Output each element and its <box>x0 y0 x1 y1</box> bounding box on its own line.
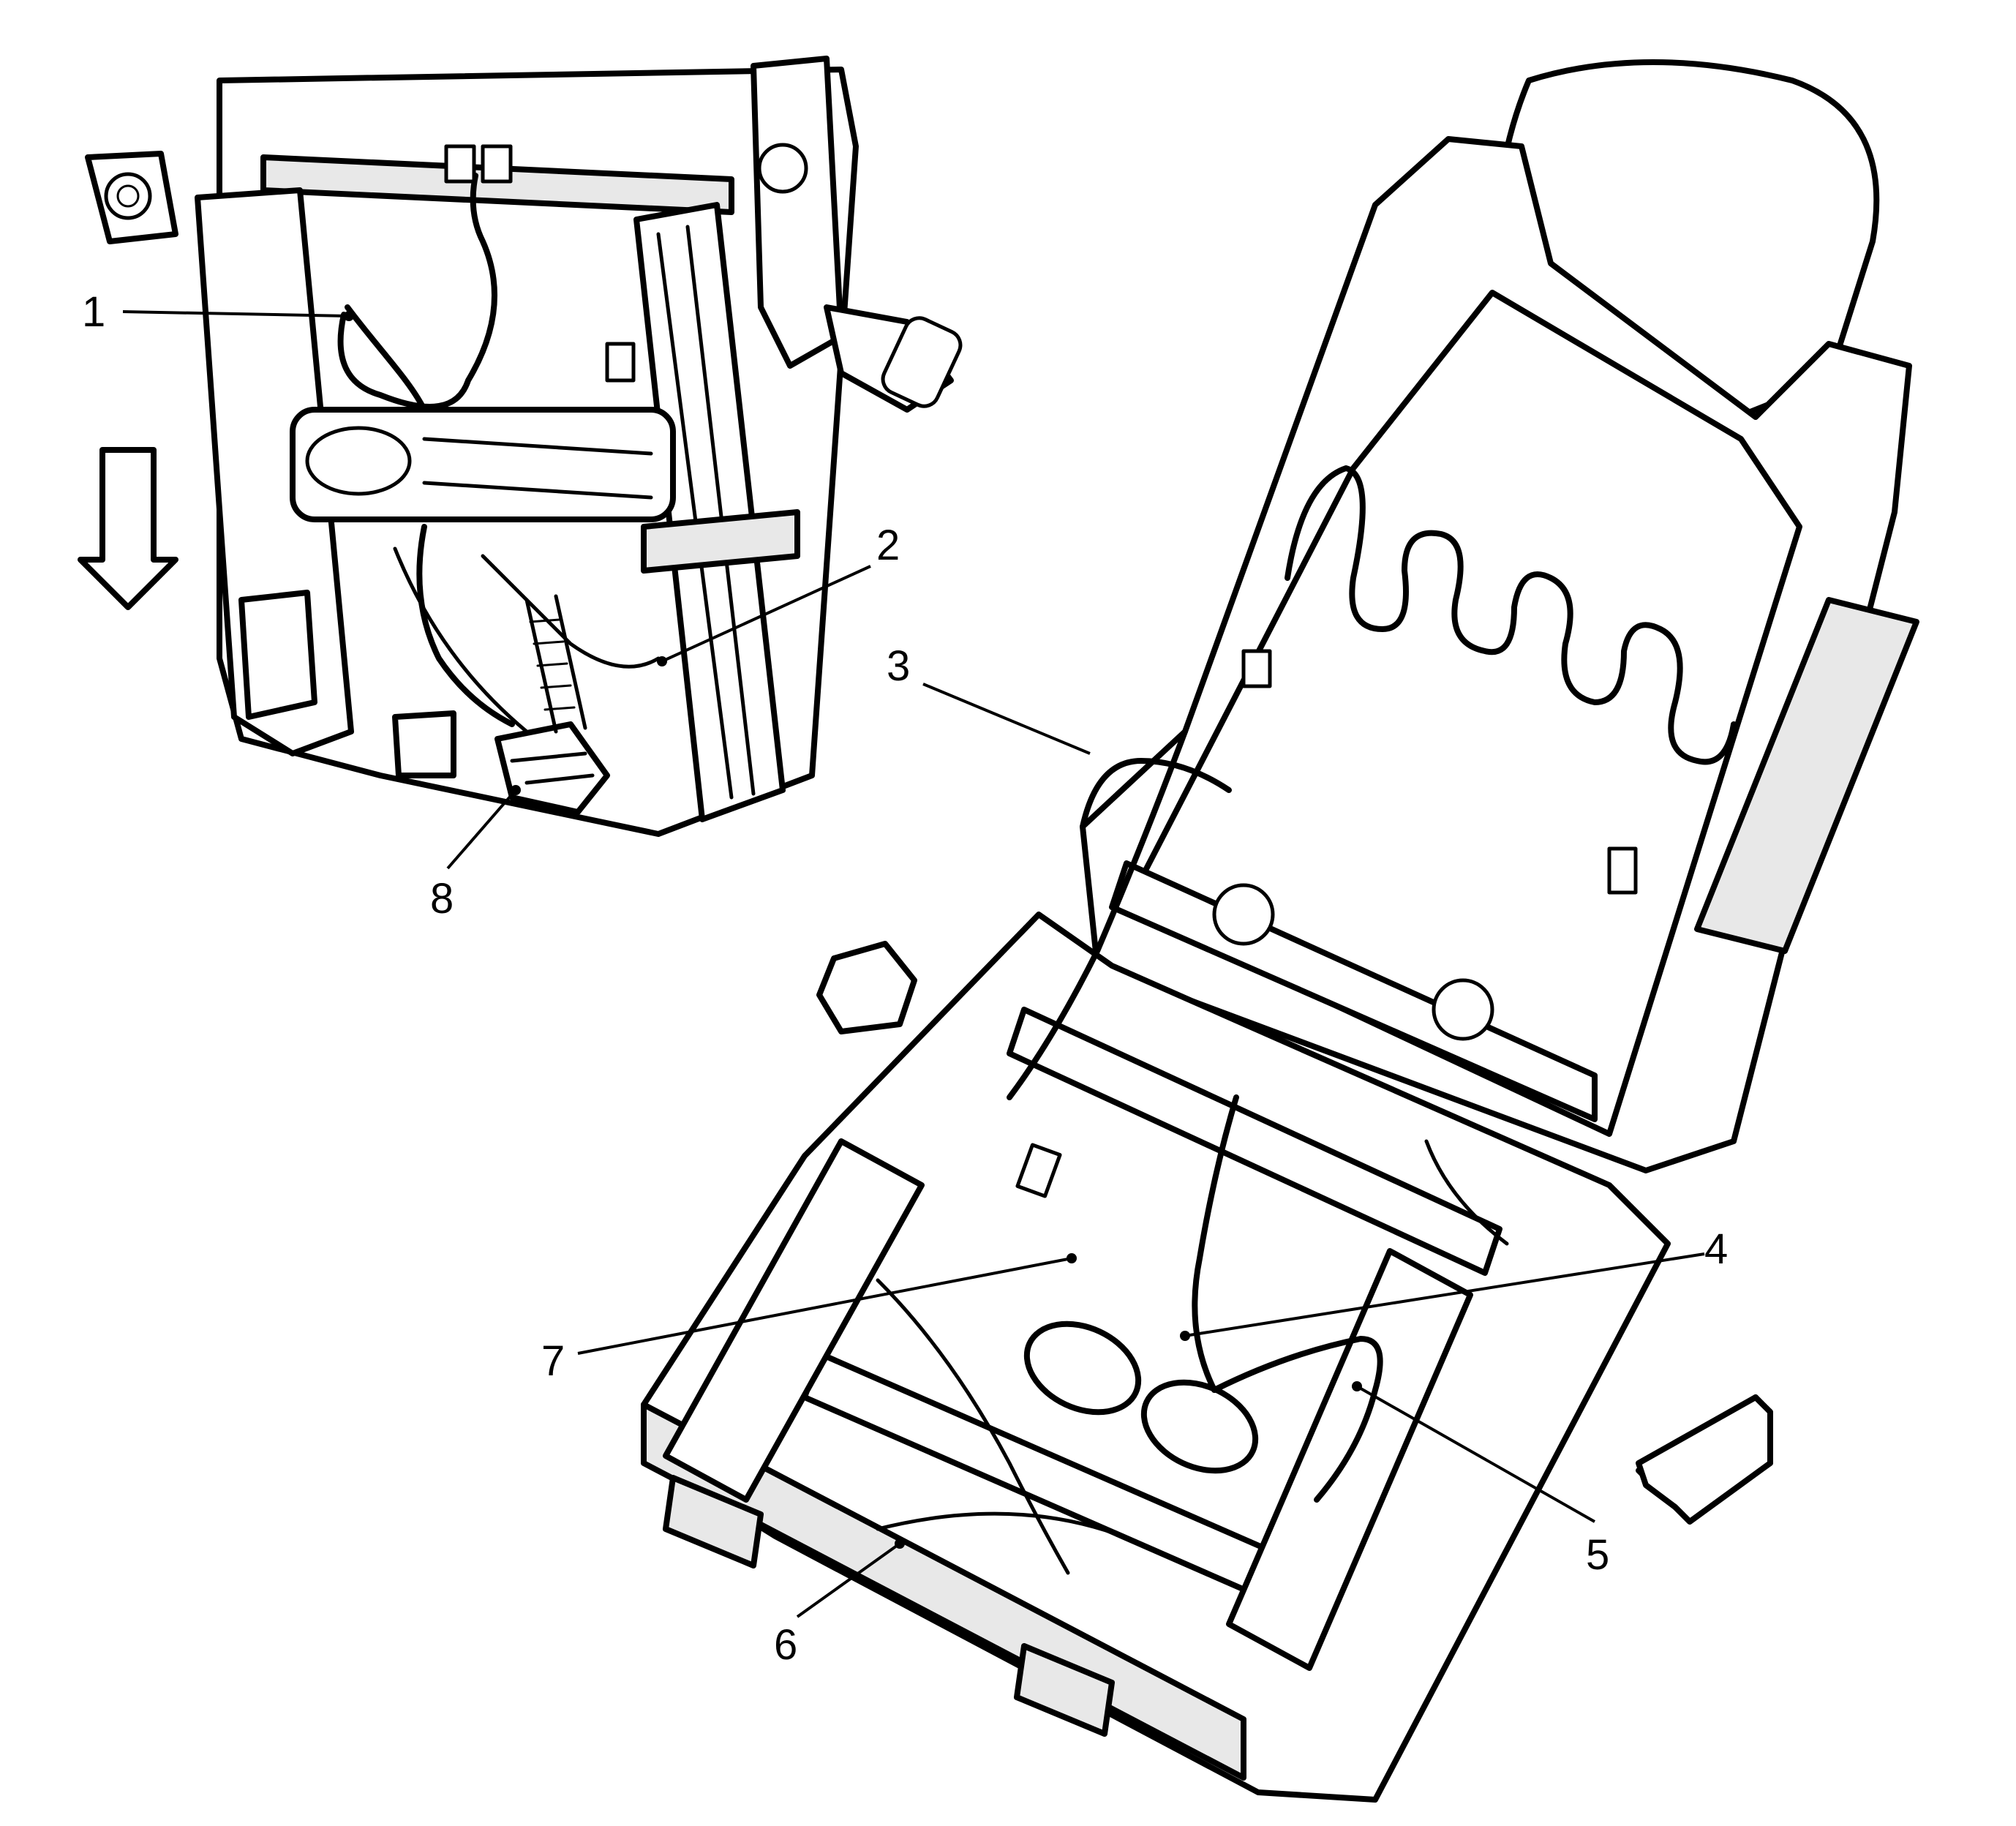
callout-7: 7 <box>541 1337 565 1385</box>
diagonal-arrow-icon <box>1636 1394 1773 1525</box>
callout-6: 6 <box>774 1621 797 1669</box>
callout-8: 8 <box>430 875 454 923</box>
callout-3: 3 <box>887 642 910 690</box>
callout-5: 5 <box>1586 1531 1609 1579</box>
callout-4: 4 <box>1704 1225 1728 1273</box>
seat-assembly-view <box>641 59 1919 1803</box>
down-arrow-icon <box>78 447 178 610</box>
seatback-rear-view <box>85 56 963 837</box>
callout-2: 2 <box>876 522 900 569</box>
callout-1: 1 <box>82 288 105 336</box>
leader-lines <box>122 310 1705 1618</box>
